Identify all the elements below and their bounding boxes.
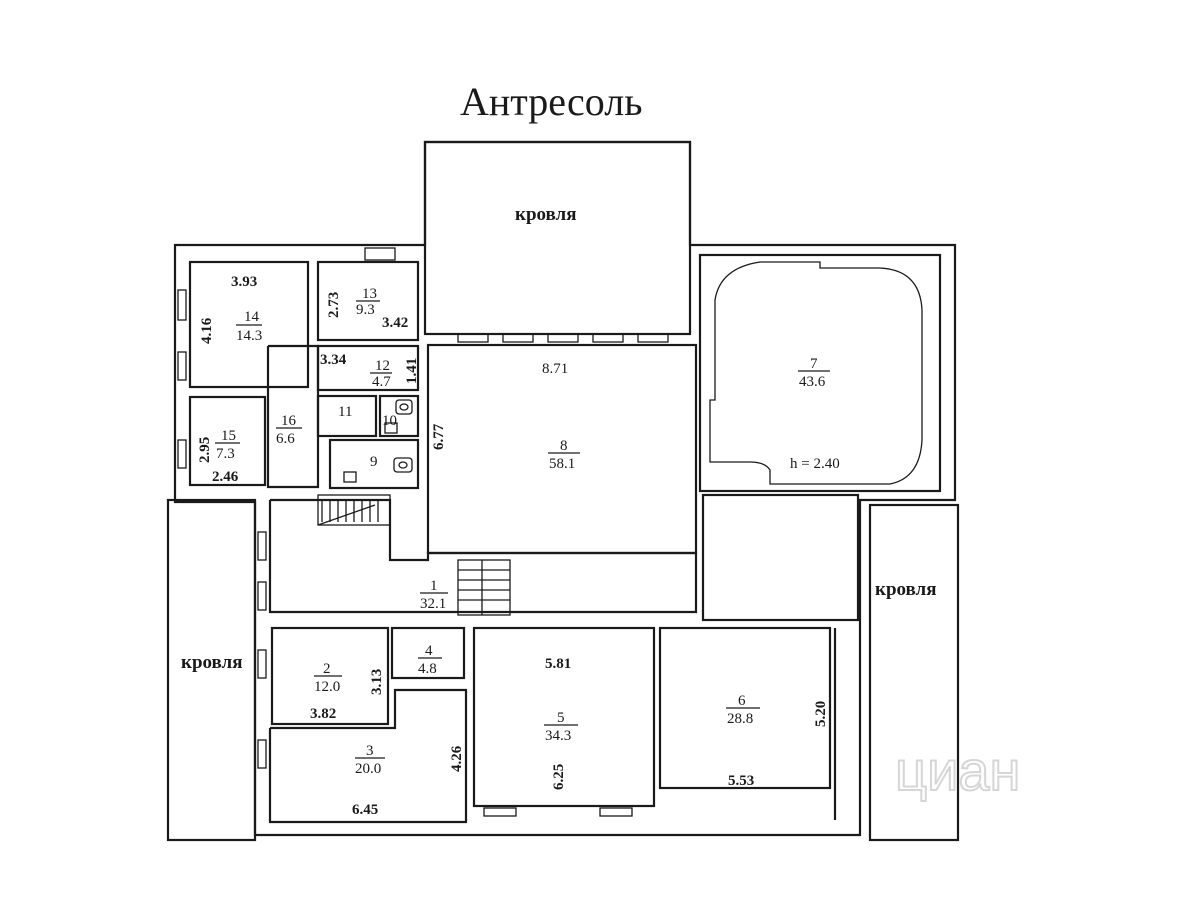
dim-3-34: 3.34 <box>320 352 347 368</box>
window-strip-bottom <box>483 807 633 817</box>
room-12 <box>316 344 420 392</box>
window-room-13 <box>364 247 396 261</box>
window-strip-top <box>457 333 669 343</box>
room-16-area: 6.6 <box>276 431 295 447</box>
room-4-area: 4.8 <box>418 661 437 677</box>
dim-4-16: 4.16 <box>199 317 215 344</box>
dim-6-77: 6.77 <box>431 423 447 450</box>
roof-label-right: кровля <box>875 579 937 600</box>
dim-3-82: 3.82 <box>310 706 336 722</box>
staircase-upper <box>317 494 391 526</box>
room-14-area: 14.3 <box>236 328 262 344</box>
room-3-number: 3 <box>366 743 374 759</box>
room-11 <box>316 394 378 438</box>
room-1-area: 32.1 <box>420 596 446 612</box>
room-7 <box>698 253 942 493</box>
dimension-labels: 3.93 4.16 2.73 3.42 3.34 1.41 8.71 6.77 … <box>197 274 829 818</box>
room-11-number: 11 <box>338 404 352 420</box>
room-3-area: 20.0 <box>355 761 381 777</box>
dim-8-71: 8.71 <box>542 361 568 377</box>
room-3 <box>268 688 468 824</box>
room-8-area: 58.1 <box>549 456 575 472</box>
room-16 <box>266 344 320 489</box>
room-4-number: 4 <box>425 643 433 659</box>
dim-2-95: 2.95 <box>197 437 213 463</box>
window-strip-left <box>177 289 267 769</box>
room-2-number: 2 <box>323 661 331 677</box>
room-5-number: 5 <box>557 710 565 726</box>
room-15 <box>188 395 267 487</box>
room-7-rounded-wall <box>709 261 923 485</box>
room-13-number: 13 <box>362 286 377 302</box>
watermark-text: циан <box>895 739 1020 802</box>
room-12-area: 4.7 <box>372 374 391 390</box>
room-10-number: 10 <box>382 413 397 429</box>
roof-right-area <box>868 503 960 842</box>
room-14 <box>188 260 310 389</box>
room-6-area: 28.8 <box>727 711 753 727</box>
plan-title: Антресоль <box>460 79 642 124</box>
roof-top-area <box>423 140 692 336</box>
room-9-number: 9 <box>370 454 378 470</box>
toilet-icon <box>343 399 413 483</box>
room-15-number: 15 <box>221 428 236 444</box>
room-14-number: 14 <box>244 309 260 325</box>
dim-3-93: 3.93 <box>231 274 257 290</box>
dim-5-20: 5.20 <box>813 701 829 727</box>
room-4 <box>390 626 466 680</box>
room-16-number: 16 <box>281 413 297 429</box>
room-7-area: 43.6 <box>799 374 826 390</box>
room-9 <box>328 438 420 490</box>
room-labels: 14 14.3 13 9.3 12 4.7 11 10 9 16 6.6 15 … <box>215 286 830 777</box>
room-13-area: 9.3 <box>356 302 375 318</box>
room-7-number: 7 <box>810 356 818 372</box>
room-5 <box>472 626 656 808</box>
dim-4-26: 4.26 <box>449 745 465 772</box>
staircase-lower <box>457 559 511 616</box>
room-6 <box>658 626 832 790</box>
dim-6-45: 6.45 <box>352 802 378 818</box>
dim-5-53: 5.53 <box>728 773 754 789</box>
dim-1-41: 1.41 <box>404 358 420 384</box>
room-8-number: 8 <box>560 438 568 454</box>
room-10 <box>378 394 420 438</box>
room-2 <box>270 626 390 726</box>
room-1 <box>268 498 698 614</box>
dim-3-42: 3.42 <box>382 315 408 331</box>
room-1-number: 1 <box>430 578 438 594</box>
room-2-area: 12.0 <box>314 679 340 695</box>
room-13 <box>316 260 420 342</box>
room-unlabeled <box>701 493 860 622</box>
room-15-area: 7.3 <box>216 446 235 462</box>
dim-3-13: 3.13 <box>369 669 385 695</box>
roof-label-left: кровля <box>181 652 243 673</box>
ceiling-height-note: h = 2.40 <box>790 456 840 472</box>
room-5-area: 34.3 <box>545 728 571 744</box>
dim-5-81: 5.81 <box>545 656 571 672</box>
roof-label-top: кровля <box>515 204 577 225</box>
roof-left-area <box>166 498 257 842</box>
dim-6-25: 6.25 <box>551 764 567 790</box>
dim-2-46: 2.46 <box>212 469 239 485</box>
dim-2-73: 2.73 <box>326 292 342 318</box>
room-12-number: 12 <box>375 358 390 374</box>
room-6-number: 6 <box>738 693 746 709</box>
